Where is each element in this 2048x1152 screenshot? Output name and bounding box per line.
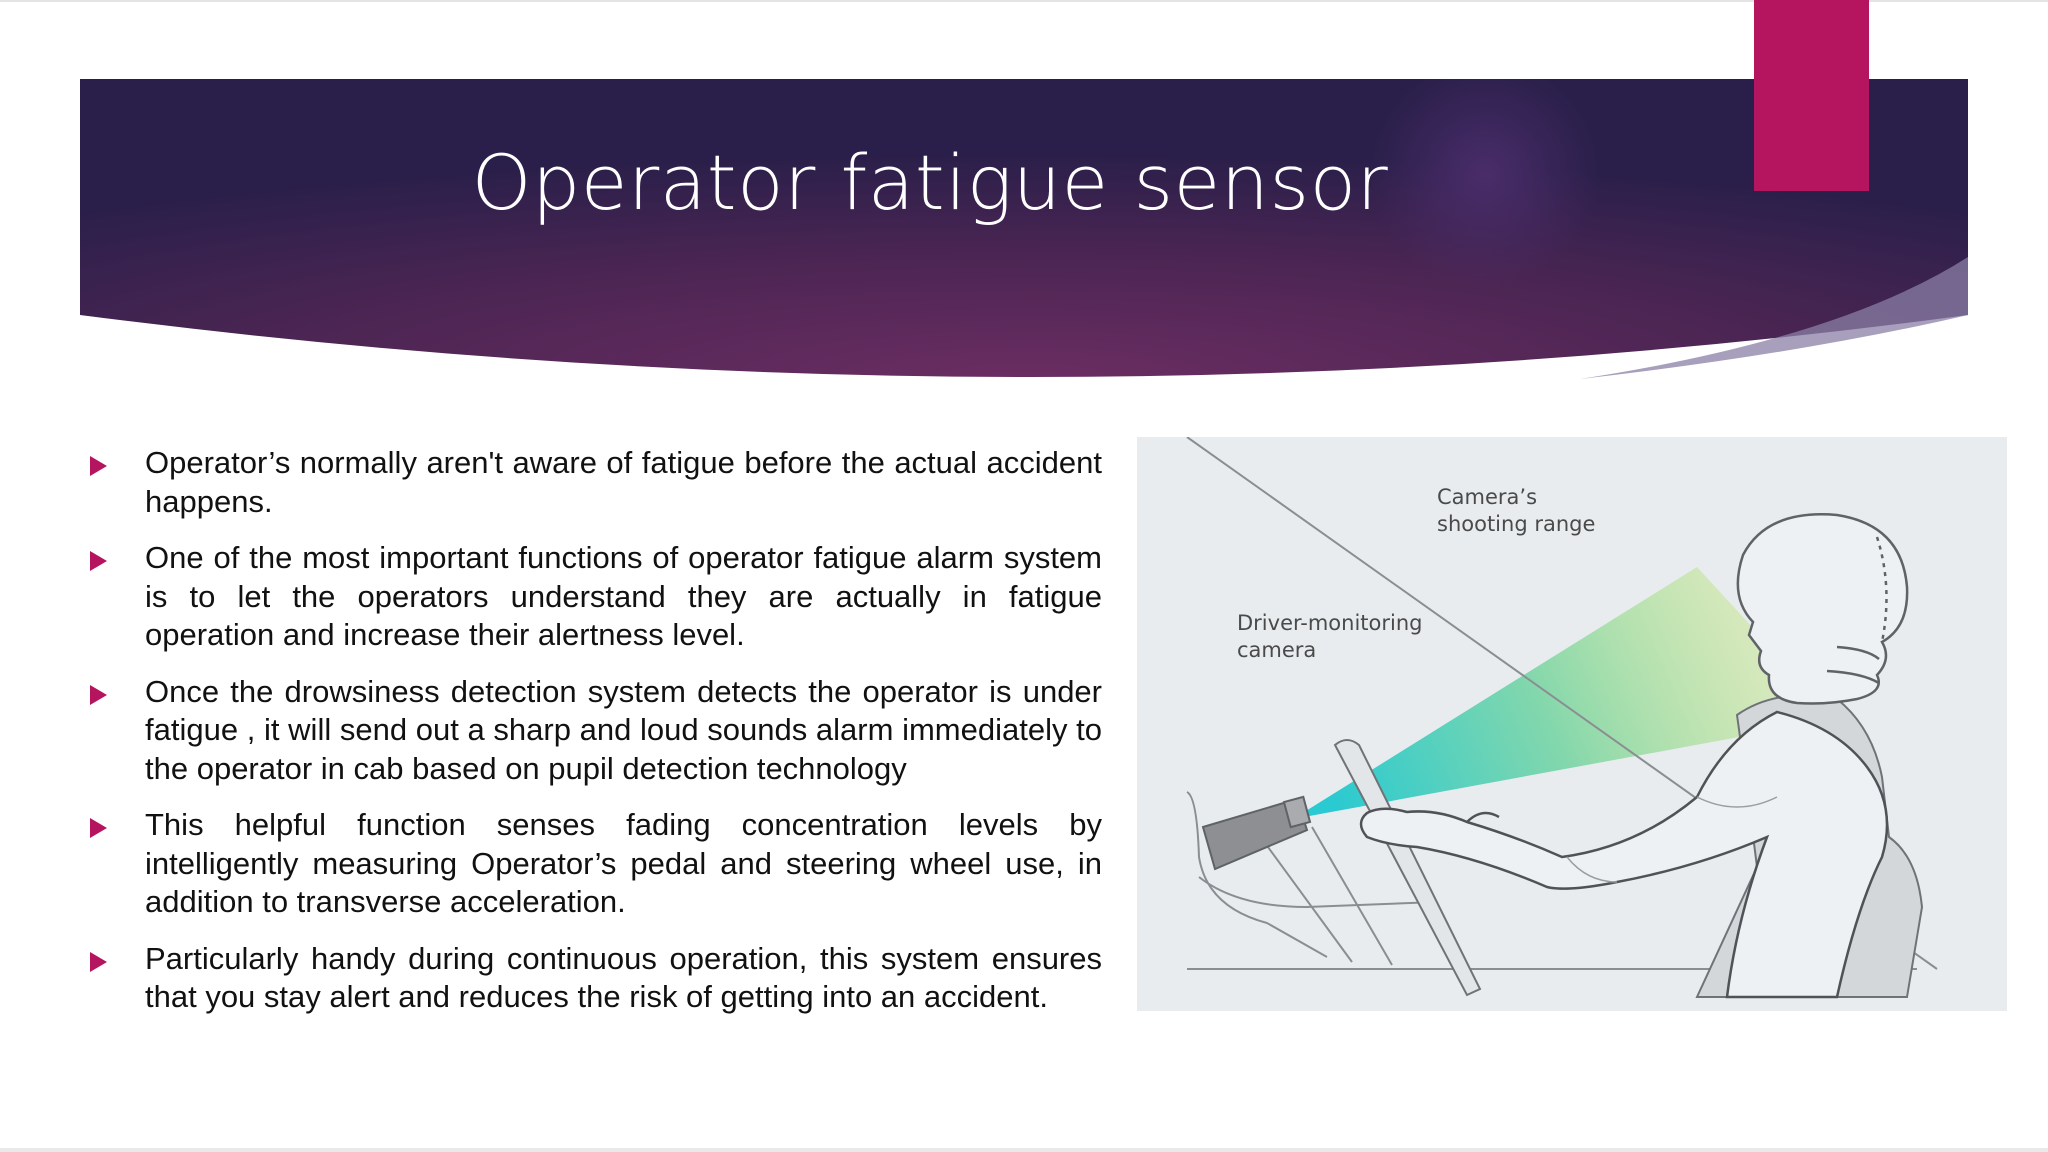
top-divider xyxy=(0,0,2048,2)
triangle-bullet-icon xyxy=(90,456,107,476)
bullet-list: Operator’s normally aren't aware of fati… xyxy=(86,444,1102,1035)
shooting-range-label: Camera’s shooting range xyxy=(1437,485,1596,536)
triangle-bullet-icon xyxy=(90,951,107,972)
bullet-text: Once the drowsiness detection system det… xyxy=(145,673,1102,786)
camera-beam xyxy=(1293,567,1837,819)
steering-column xyxy=(1333,739,1482,997)
driver-body xyxy=(1359,710,1889,999)
bottom-divider xyxy=(0,1148,2048,1152)
bullet-item: Particularly handy during continuous ope… xyxy=(86,940,1102,1017)
slide-title: Operator fatigue sensor xyxy=(471,138,1389,227)
camera-icon xyxy=(1201,795,1312,871)
bullet-text: Particularly handy during continuous ope… xyxy=(145,940,1102,1015)
banner-wave xyxy=(1580,257,1968,379)
triangle-bullet-icon xyxy=(90,818,107,838)
dashboard-outline xyxy=(1186,791,1328,958)
bullet-item: One of the most important functions of o… xyxy=(86,539,1102,655)
bullet-text: This helpful function senses fading conc… xyxy=(145,807,1102,919)
camera-label: Driver-monitoring camera xyxy=(1237,611,1423,662)
triangle-bullet-icon xyxy=(90,684,107,705)
driver-monitoring-illustration: Camera’s shooting range Driver-monitorin… xyxy=(1137,437,2007,1011)
head xyxy=(1736,513,1909,705)
bullet-text: Operator’s normally aren't aware of fati… xyxy=(145,445,1102,519)
bullet-item: Operator’s normally aren't aware of fati… xyxy=(86,444,1102,521)
bullet-item: This helpful function senses fading conc… xyxy=(86,806,1102,922)
triangle-bullet-icon xyxy=(90,551,107,571)
bullet-item: Once the drowsiness detection system det… xyxy=(86,673,1102,789)
accent-tab xyxy=(1754,0,1869,191)
bullet-text: One of the most important functions of o… xyxy=(145,540,1102,652)
banner-glow xyxy=(1370,79,1600,289)
title-banner xyxy=(80,79,1968,383)
